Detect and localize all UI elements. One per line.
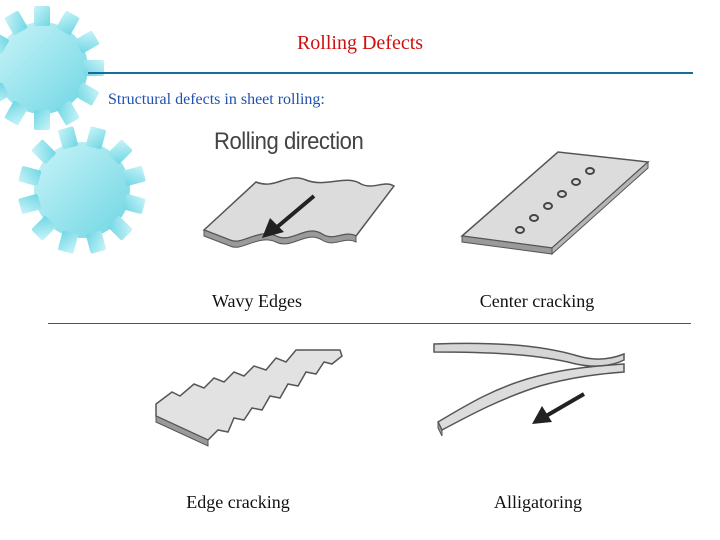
center-cracking-figure [460,151,650,256]
section-divider [48,323,691,324]
gear-icon [18,126,146,254]
alligatoring-figure [433,342,625,437]
gear-icon [0,6,104,130]
caption-wavy-edges: Wavy Edges [211,291,303,311]
edge-cracking-figure [155,349,343,447]
wavy-edges-figure [202,177,396,248]
caption-center-cracking: Center cracking [479,291,595,311]
slide-title: Rolling Defects [296,32,424,54]
rolling-direction-label: Rolling direction [214,128,364,155]
caption-edge-cracking: Edge cracking [186,492,290,512]
gear-decoration [0,6,146,254]
title-divider [88,72,693,74]
caption-alligatoring: Alligatoring [494,492,582,512]
arrow-icon [262,194,316,238]
slide-subtitle: Structural defects in sheet rolling: [108,91,325,108]
arrow-icon [532,392,586,424]
